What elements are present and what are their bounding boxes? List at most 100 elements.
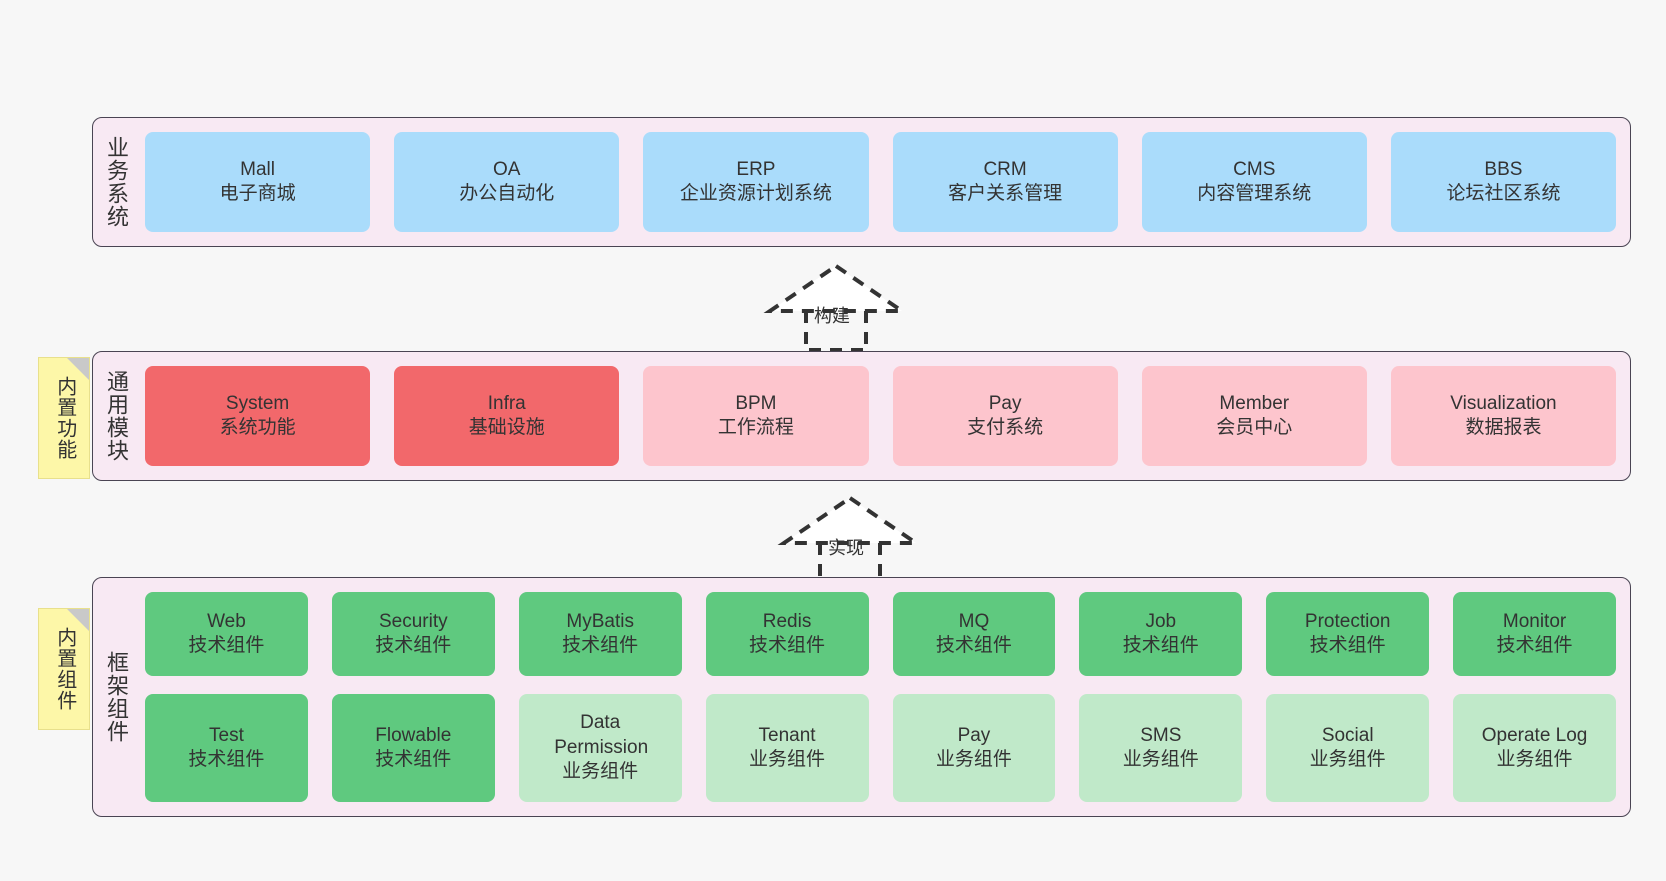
module-box-test[interactable]: Test 技术组件 [145, 693, 308, 802]
generalization-arrow-icon [763, 263, 909, 352]
module-subtitle: 系统功能 [219, 417, 296, 438]
module-name: BBS [1484, 158, 1523, 180]
module-box-job[interactable]: Job 技术组件 [1079, 592, 1243, 676]
module-name: Job [1145, 610, 1177, 632]
module-box-redis[interactable]: Redis 技术组件 [705, 592, 869, 676]
module-subtitle: 技术组件 [1309, 634, 1386, 656]
module-box-erp[interactable]: ERP 企业资源计划系统 [643, 132, 869, 232]
module-box-crm[interactable]: CRM 客户关系管理 [892, 132, 1118, 232]
module-box-monitor[interactable]: Monitor 技术组件 [1453, 592, 1616, 676]
module-box-mq[interactable]: MQ 技术组件 [892, 592, 1056, 676]
module-subtitle: 业务组件 [562, 761, 639, 783]
module-subtitle: 业务组件 [935, 748, 1012, 770]
module-box-web[interactable]: Web 技术组件 [145, 592, 308, 676]
module-subtitle: 业务组件 [1309, 748, 1386, 770]
module-name: Protection [1304, 610, 1391, 632]
module-name: Redis [762, 610, 812, 632]
module-box-oa[interactable]: OA 办公自动化 [394, 132, 620, 232]
module-name: OA [493, 158, 521, 180]
note-fold-corner-icon [67, 358, 89, 380]
module-box-mybatis[interactable]: MyBatis 技术组件 [518, 592, 682, 676]
module-subtitle: 企业资源计划系统 [679, 183, 832, 204]
layer-title-common-module: 通用模块 [103, 370, 129, 462]
module-box-protection[interactable]: Protection 技术组件 [1266, 592, 1430, 676]
module-name: Pay [988, 392, 1022, 414]
note-fold-corner-icon [67, 609, 89, 631]
module-box-system[interactable]: System 系统功能 [145, 366, 371, 466]
module-name: MyBatis [566, 610, 634, 632]
module-box-cms[interactable]: CMS 内容管理系统 [1141, 132, 1367, 232]
module-name: Tenant [758, 724, 816, 746]
note-builtin-component: 内置组件 [38, 608, 90, 730]
module-box-visualization[interactable]: Visualization 数据报表 [1390, 366, 1617, 466]
module-name: CMS [1233, 158, 1276, 180]
layer-body-framework-component: Web 技术组件 Security 技术组件 MyBatis 技术组件 Redi… [139, 578, 1630, 816]
layer-body-common-module: System 系统功能 Infra 基础设施 BPM 工作流程 Pay 支付系统… [139, 352, 1630, 480]
connector-build: 构建 [756, 262, 916, 352]
module-subtitle: 业务组件 [1122, 748, 1199, 770]
note-text: 内置组件 [53, 627, 76, 711]
module-box-flowable[interactable]: Flowable 技术组件 [331, 693, 495, 802]
layer-common-module: 通用模块 System 系统功能 Infra 基础设施 BPM 工作流程 Pay… [92, 351, 1631, 481]
module-box-infra[interactable]: Infra 基础设施 [394, 366, 620, 466]
module-box-bpm[interactable]: BPM 工作流程 [643, 366, 869, 466]
layer-row: Test 技术组件 Flowable 技术组件 Data Permission … [145, 693, 1616, 802]
module-subtitle: 支付系统 [967, 417, 1044, 438]
connector-label-implement: 实现 [828, 538, 864, 558]
module-subtitle: 技术组件 [188, 634, 265, 656]
module-box-data-permission[interactable]: Data Permission 业务组件 [518, 693, 682, 802]
layer-title-framework-component: 框架组件 [103, 651, 129, 743]
connector-implement: 实现 [770, 494, 930, 584]
module-subtitle: 办公自动化 [459, 183, 555, 204]
module-name: Operate Log [1481, 724, 1588, 746]
module-subtitle: 技术组件 [562, 634, 639, 656]
module-name: Data Permission [554, 712, 649, 758]
module-subtitle: 数据报表 [1465, 417, 1542, 438]
module-box-bbs[interactable]: BBS 论坛社区系统 [1390, 132, 1617, 232]
module-name: Social [1321, 724, 1374, 746]
module-name: Mall [240, 158, 275, 180]
module-name: Member [1219, 392, 1290, 414]
module-name: Visualization [1450, 392, 1557, 414]
module-name: Flowable [375, 724, 452, 746]
module-box-pay-business[interactable]: Pay 业务组件 [892, 693, 1056, 802]
module-name: Infra [487, 392, 526, 414]
module-subtitle: 技术组件 [1122, 634, 1199, 656]
connector-label-build: 构建 [814, 306, 850, 326]
module-subtitle: 技术组件 [935, 634, 1012, 656]
module-name: System [225, 392, 290, 414]
module-subtitle: 技术组件 [749, 634, 826, 656]
module-box-tenant[interactable]: Tenant 业务组件 [705, 693, 869, 802]
module-name: ERP [736, 158, 776, 180]
module-name: Test [209, 724, 244, 746]
module-subtitle: 基础设施 [468, 417, 545, 438]
module-box-sms[interactable]: SMS 业务组件 [1079, 693, 1243, 802]
module-name: Security [378, 610, 448, 632]
layer-row: System 系统功能 Infra 基础设施 BPM 工作流程 Pay 支付系统… [145, 366, 1617, 466]
module-subtitle: 工作流程 [717, 417, 794, 438]
module-subtitle: 技术组件 [1496, 634, 1573, 656]
module-subtitle: 电子商城 [219, 183, 296, 204]
layer-row: Web 技术组件 Security 技术组件 MyBatis 技术组件 Redi… [145, 592, 1616, 676]
module-box-member[interactable]: Member 会员中心 [1141, 366, 1367, 466]
module-name: Web [207, 610, 246, 632]
module-subtitle: 业务组件 [1496, 748, 1573, 770]
module-subtitle: 客户关系管理 [948, 183, 1063, 204]
module-name: Monitor [1502, 610, 1567, 632]
module-name: BPM [735, 392, 777, 414]
module-box-operate-log[interactable]: Operate Log 业务组件 [1453, 693, 1616, 802]
module-subtitle: 技术组件 [188, 748, 265, 770]
module-box-security[interactable]: Security 技术组件 [331, 592, 495, 676]
layer-row: Mall 电子商城 OA 办公自动化 ERP 企业资源计划系统 CRM 客户关系… [145, 132, 1617, 232]
module-box-social[interactable]: Social 业务组件 [1266, 693, 1430, 802]
module-subtitle: 会员中心 [1216, 417, 1293, 438]
module-subtitle: 技术组件 [375, 634, 452, 656]
module-box-pay[interactable]: Pay 支付系统 [892, 366, 1118, 466]
module-name: CRM [983, 158, 1027, 180]
layer-business-system: 业务系统 Mall 电子商城 OA 办公自动化 ERP 企业资源计划系统 CRM… [92, 117, 1631, 247]
module-name: SMS [1140, 724, 1182, 746]
module-box-mall[interactable]: Mall 电子商城 [145, 132, 371, 232]
module-subtitle: 论坛社区系统 [1446, 183, 1561, 204]
module-subtitle: 内容管理系统 [1197, 183, 1312, 204]
